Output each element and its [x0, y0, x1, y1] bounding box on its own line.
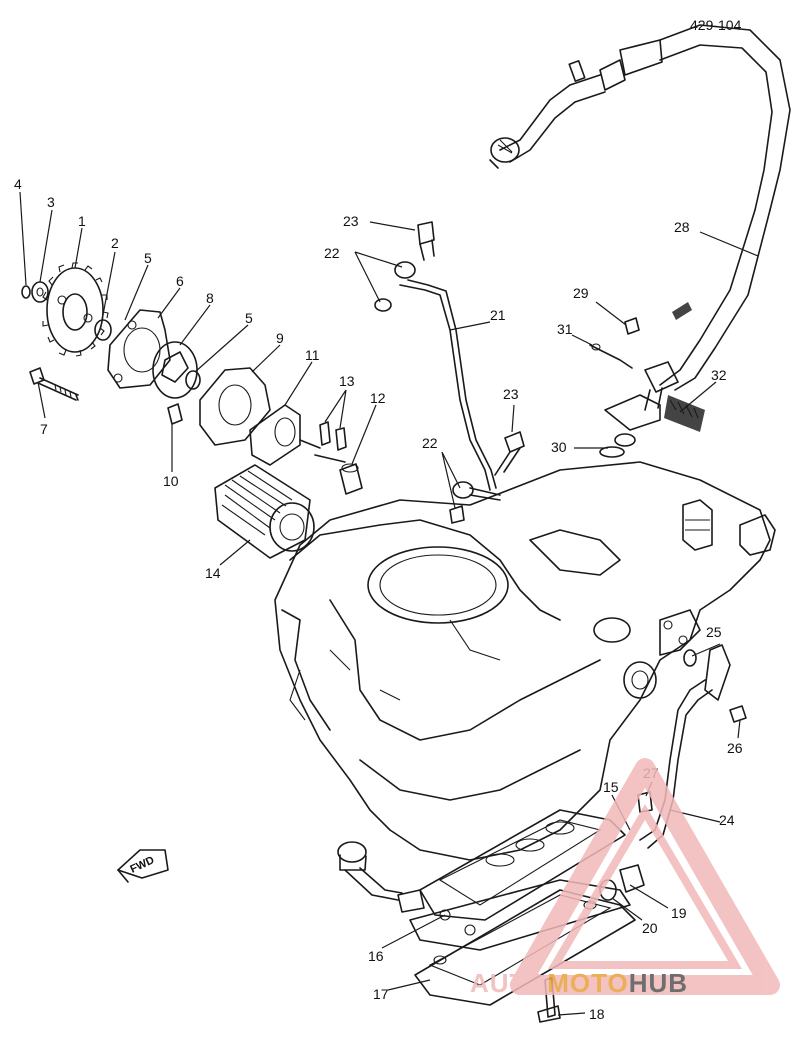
bolt-7 [29, 367, 79, 401]
part-label: 24 [719, 812, 735, 828]
automotohub-watermark: AUTOMOTOHUB [470, 758, 780, 998]
part-label: 10 [163, 473, 179, 489]
oil-pump-assembly [94, 309, 271, 446]
part-label: 5 [144, 250, 152, 266]
part-label: 6 [176, 273, 184, 289]
part-label: 16 [368, 948, 384, 964]
fwd-arrow: FWD [117, 849, 169, 883]
part-label: 23 [503, 386, 519, 402]
watermark-part-auto: AUTO [470, 968, 547, 998]
part-label: 22 [324, 245, 340, 261]
oil-strainer-cover [409, 809, 636, 1006]
watermark-part-moto: MOTO [547, 968, 629, 998]
part-label: 28 [674, 219, 690, 235]
oil-strainer-and-filter [214, 404, 321, 559]
part-label: 9 [276, 330, 284, 346]
part-label: 32 [711, 367, 727, 383]
crankcase [274, 461, 776, 861]
part-label: 5 [245, 310, 253, 326]
oil-hose: 429-104 [489, 17, 791, 411]
part-label: 18 [589, 1006, 605, 1022]
leader-lines [19, 191, 759, 1016]
part-label: 26 [727, 740, 743, 756]
oil-delivery-pipe [374, 221, 525, 524]
part-label: 20 [642, 920, 658, 936]
hose-marking: 429-104 [690, 17, 742, 33]
part-label: 17 [373, 986, 389, 1002]
part-label: 4 [14, 176, 22, 192]
part-label: 23 [343, 213, 359, 229]
watermark-text: AUTOMOTOHUB [470, 968, 688, 998]
part-label: 2 [111, 235, 119, 251]
part-label: 15 [603, 779, 619, 795]
hose-fittings [589, 317, 705, 458]
part-label: 7 [40, 421, 48, 437]
part-label: 12 [370, 390, 386, 406]
strainer-outlet-fitting [337, 841, 425, 913]
part-label: 11 [305, 347, 320, 363]
part-label: 22 [422, 435, 438, 451]
dowel-pins [314, 421, 363, 495]
part-label: 30 [551, 439, 567, 455]
part-label: 19 [671, 905, 687, 921]
oil-pump-drive-gear [21, 262, 109, 357]
watermark-triangle-icon [510, 758, 780, 995]
part-label: 31 [557, 321, 573, 337]
part-label: 13 [339, 373, 355, 389]
part-label: 29 [573, 285, 589, 301]
part-labels: 1 2 3 4 5 5 6 7 8 9 10 11 12 13 14 15 16… [14, 176, 743, 1022]
part-label: 14 [205, 565, 221, 581]
part-label: 21 [490, 307, 506, 323]
part-label: 8 [206, 290, 214, 306]
part-label: 1 [78, 213, 86, 229]
watermark-part-hub: HUB [629, 968, 688, 998]
part-label: 3 [47, 194, 55, 210]
part-label: 25 [706, 624, 722, 640]
